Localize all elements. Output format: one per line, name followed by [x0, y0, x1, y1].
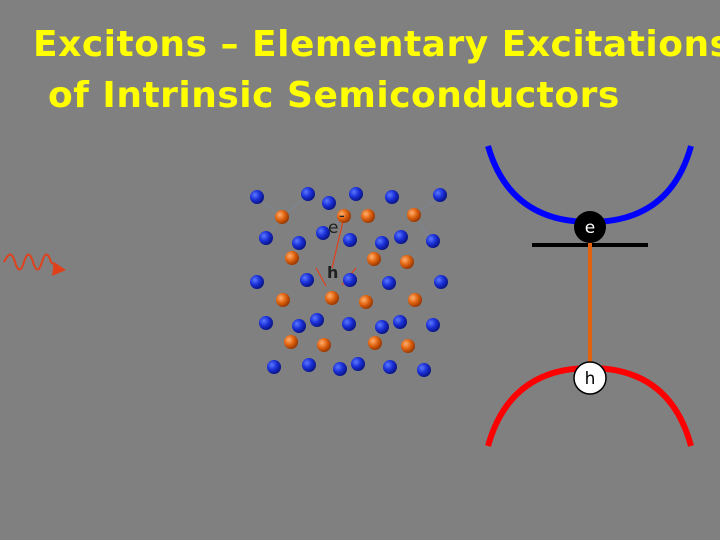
lattice-electron-label: e — [328, 218, 338, 238]
photon-wave-line — [3, 253, 61, 271]
lattice-atom-blue — [383, 360, 397, 374]
lattice-electron-charge: - — [339, 206, 345, 225]
lattice-atom-orange — [400, 255, 414, 269]
lattice-atom-blue — [426, 318, 440, 332]
blue-atoms — [250, 187, 448, 377]
lattice-atom-blue — [292, 236, 306, 250]
lattice-atom-blue — [333, 362, 347, 376]
conduction-band-curve — [485, 145, 694, 226]
lattice-atom-blue — [433, 188, 447, 202]
lattice-atom-orange — [337, 209, 351, 223]
lattice-atom-blue — [393, 315, 407, 329]
lattice-atom-orange — [407, 208, 421, 222]
lattice-atom-blue — [292, 319, 306, 333]
lattice-atom-blue — [301, 187, 315, 201]
lattice-atom-blue — [394, 230, 408, 244]
band-hole — [573, 361, 607, 395]
lattice-atom-orange — [401, 339, 415, 353]
lattice-atom-blue — [250, 190, 264, 204]
lattice-atom-orange — [361, 209, 375, 223]
lattice-atom-blue — [375, 320, 389, 334]
photon-arrowhead — [52, 262, 66, 276]
lattice-atom-orange — [359, 295, 373, 309]
slide-title: Excitons – Elementary Excitations of Int… — [0, 0, 720, 130]
lattice-atom-orange — [276, 293, 290, 307]
lattice-atom-blue — [375, 236, 389, 250]
lattice-atom-blue — [259, 231, 273, 245]
lattice-atom-orange — [285, 251, 299, 265]
lattice-atom-blue — [385, 190, 399, 204]
lattice-atom-blue — [259, 316, 273, 330]
lattice-atom-blue — [349, 187, 363, 201]
title-line-1: Excitons – Elementary Excitations — [33, 24, 720, 65]
lattice-atom-orange — [275, 210, 289, 224]
lattice-hole-label: h — [327, 263, 338, 282]
lattice-atom-blue — [426, 234, 440, 248]
title-line-2: of Intrinsic Semiconductors — [48, 75, 620, 116]
exciton-link-line — [331, 216, 345, 269]
lattice-bonds — [256, 194, 441, 259]
lattice-atom-blue — [343, 273, 357, 287]
lattice-atom-blue — [267, 360, 281, 374]
band-diagram: e h — [485, 145, 694, 447]
lattice-atom-blue — [342, 317, 356, 331]
lattice-atom-blue — [343, 233, 357, 247]
orange-atoms — [275, 208, 422, 353]
lattice-atom-blue — [250, 275, 264, 289]
lattice-atom-blue — [322, 196, 336, 210]
lattice-atom-blue — [316, 226, 330, 240]
band-electron — [574, 211, 606, 243]
lattice-atom-orange — [367, 252, 381, 266]
band-hole-label: h — [585, 369, 596, 389]
hole-arrow-left — [315, 267, 327, 287]
lattice-atom-blue — [310, 313, 324, 327]
lattice-atom-orange — [408, 293, 422, 307]
lattice-atom-orange — [317, 338, 331, 352]
lattice-atom-orange — [284, 335, 298, 349]
lattice-atom-blue — [382, 276, 396, 290]
lattice-atom-orange — [368, 336, 382, 350]
photon-wave — [3, 253, 66, 276]
lattice-atom-blue — [434, 275, 448, 289]
lattice-atom-blue — [300, 273, 314, 287]
lattice-atom-blue — [417, 363, 431, 377]
lattice-atom-blue — [351, 357, 365, 371]
lattice-atom-blue — [302, 358, 316, 372]
band-electron-label: e — [585, 218, 595, 238]
lattice-atom-orange — [325, 291, 339, 305]
crystal-lattice — [250, 187, 448, 377]
